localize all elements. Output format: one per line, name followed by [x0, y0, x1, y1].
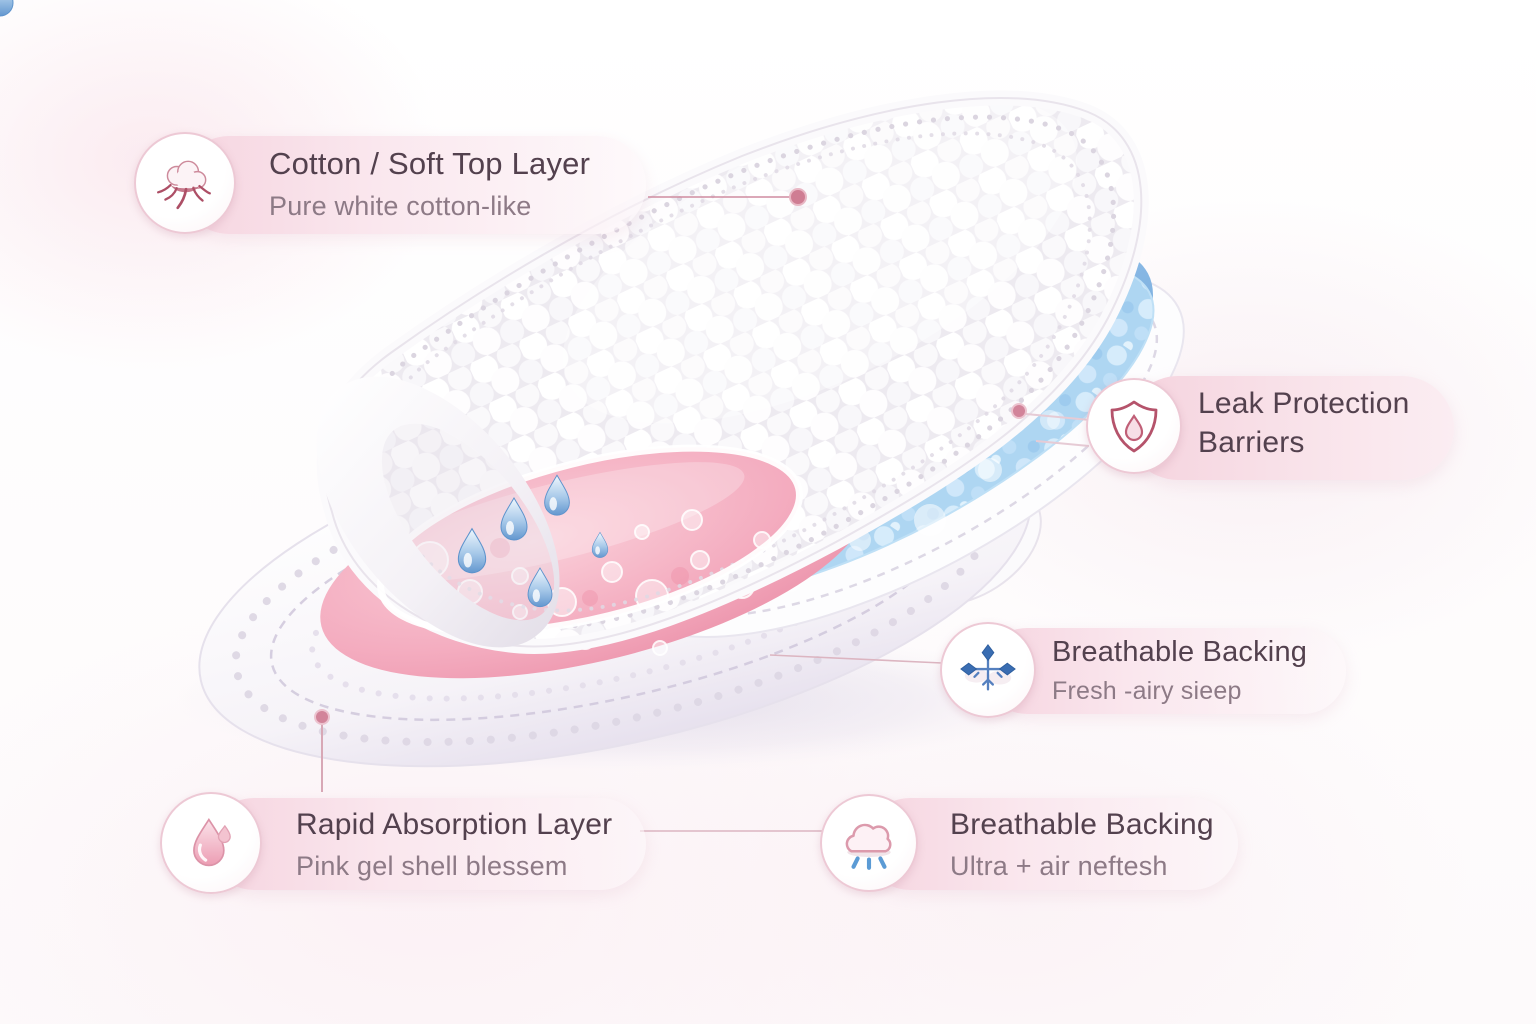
callout-subtitle: Ultra + air neftesh [950, 851, 1168, 881]
callout-title: Rapid Absorption Layer [296, 808, 613, 841]
cloud-rain-icon [820, 794, 918, 892]
shield-droplet-icon [1086, 378, 1182, 474]
top-layer-curl [316, 376, 560, 648]
callout-pill [208, 798, 646, 890]
top-cotton-layer [316, 90, 1149, 654]
water-droplets [0, 0, 609, 608]
callout-subtitle: Pink gel shell blessem [296, 851, 568, 881]
callout-pill [984, 628, 1346, 714]
snowflake-icon [940, 622, 1036, 718]
callout-title: Breathable Backing [1052, 636, 1308, 668]
callout-breathable-backing-ultra: Breathable Backing Ultra + air neftesh [820, 792, 1238, 896]
droplet-icon [160, 792, 262, 894]
callout-subtitle: Fresh -airy sieep [1052, 676, 1242, 705]
callout-cotton-top-layer: Cotton / Soft Top Layer Pure white cotto… [134, 128, 646, 244]
callout-breathable-backing-fresh: Breathable Backing Fresh -airy sieep [940, 622, 1346, 720]
callout-title: Leak Protection Barriers [1198, 387, 1410, 459]
callout-rapid-absorption: Rapid Absorption Layer Pink gel shell bl… [160, 792, 646, 896]
callout-title: Breathable Backing [950, 808, 1214, 841]
callout-subtitle: Pure white cotton-like [269, 191, 532, 222]
callout-title: Cotton / Soft Top Layer [269, 146, 591, 181]
callout-leak-protection: Leak Protection Barriers [1086, 372, 1454, 484]
callout-pill [180, 136, 646, 234]
callout-pill [864, 798, 1238, 890]
connector-lines [314, 188, 1091, 832]
cotton-flower-icon [134, 132, 236, 234]
